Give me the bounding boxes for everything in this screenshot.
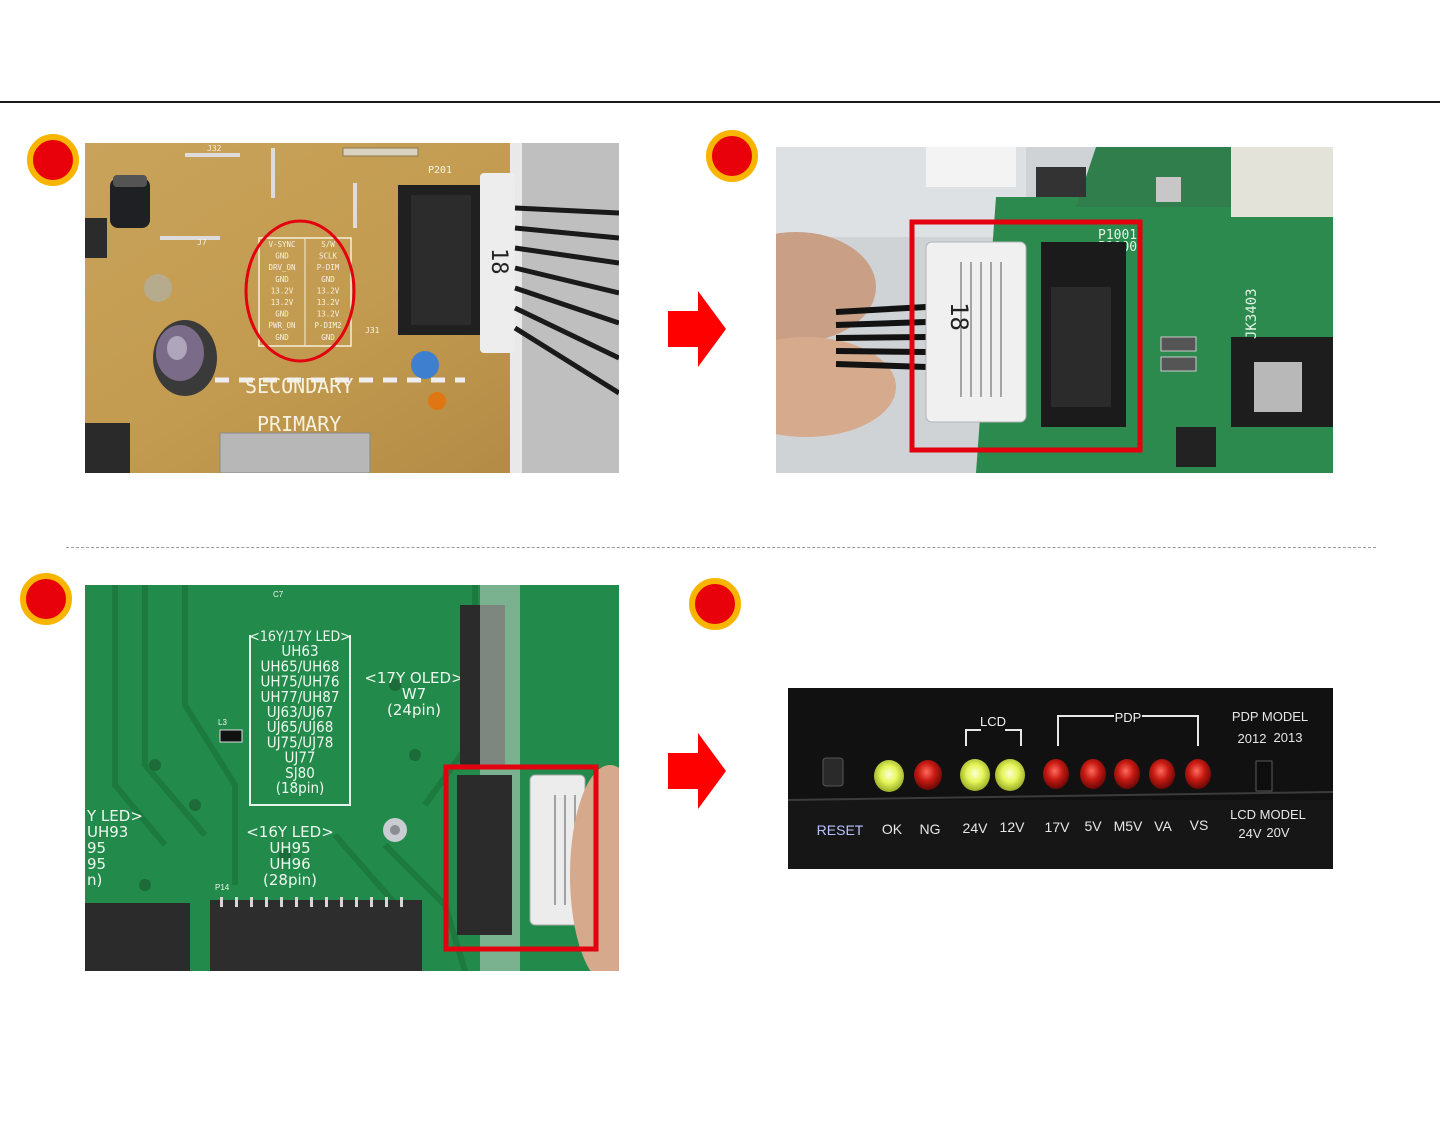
pin-label: GND — [275, 310, 289, 319]
pin-label: V-SYNC — [268, 240, 295, 249]
led-va-label: VA — [1154, 818, 1172, 834]
step-4-jig-photo: LCD PDP RESET OK NG 24V 12V 17V 5V M5V V… — [788, 688, 1333, 869]
pin-label: P-DIM — [317, 263, 340, 272]
connector-highlight — [909, 219, 1143, 453]
board-model-label: UH95 — [269, 839, 310, 857]
ref-l3: L3 — [218, 718, 227, 727]
pin-label: S/W — [321, 240, 335, 249]
board-model-label: UH63 — [281, 642, 318, 660]
led-5v — [1080, 759, 1106, 789]
pin-label: 13.2V — [271, 286, 294, 295]
pin-label: GND — [275, 333, 289, 342]
secondary-label: SECONDARY — [245, 374, 353, 398]
reset-label: RESET — [817, 822, 864, 838]
led-m5v — [1114, 759, 1140, 789]
led-vs — [1185, 759, 1211, 789]
step-2-photo: JK3403 P1001 P1000 18 — [776, 147, 1333, 473]
board-model-label: Y LED> — [86, 807, 143, 825]
pdp-model-label: PDP MODEL — [1232, 709, 1308, 724]
lcd-volt-24v: 24V — [1238, 826, 1261, 841]
right-arrow-icon — [668, 733, 726, 809]
led-12v — [995, 759, 1025, 791]
board-model-label: UJ77 — [284, 749, 315, 767]
pin-label: GND — [275, 252, 289, 261]
board-model-label: UJ63/UJ67 — [267, 703, 334, 721]
cable-mark: 18 — [945, 302, 973, 331]
connector-ref: P201 — [428, 165, 452, 176]
pin-label-table: V-SYNC S/W GND SCLK DRV_ON P-DIM GND GND 13.2V 13… — [258, 237, 352, 347]
section-divider — [66, 547, 1376, 548]
board-model-label: UH93 — [87, 823, 128, 841]
pin-label: GND — [275, 275, 289, 284]
header-rule — [0, 101, 1440, 103]
pin-label: 13.2V — [317, 298, 340, 307]
reset-button-photo — [822, 757, 844, 787]
ref-j7: J7 — [197, 238, 207, 247]
board-model-label: SJ80 — [285, 764, 315, 782]
board-model-label: UJ65/UJ68 — [267, 718, 334, 736]
cable-mark: 18 — [486, 248, 511, 275]
pin-label: 13.2V — [271, 298, 294, 307]
board-model-label: <17Y OLED> — [364, 669, 463, 687]
board-model-label: (28pin) — [263, 871, 317, 889]
board-model-label: (18pin) — [276, 779, 325, 797]
connector-highlight — [443, 764, 599, 952]
led-24v — [960, 759, 990, 791]
led-12v-label: 12V — [1000, 819, 1026, 835]
lcd-volt-20v: 20V — [1266, 825, 1289, 840]
step-3-badge — [20, 573, 72, 625]
board-model-label: n) — [87, 871, 102, 889]
ng-led — [914, 760, 942, 790]
pin-table-highlight — [244, 219, 356, 363]
pin-label: GND — [321, 333, 335, 342]
led-m5v-label: M5V — [1114, 818, 1143, 834]
right-arrow-icon — [668, 291, 726, 367]
primary-label: PRIMARY — [257, 412, 341, 436]
led-24v-label: 24V — [963, 820, 989, 836]
board-model-label: <16Y LED> — [246, 823, 334, 841]
board-model-label: <16Y/17Y LED> — [249, 629, 350, 645]
board-model-label: UH96 — [269, 855, 310, 873]
pdp-year-2013: 2013 — [1274, 730, 1303, 745]
ref-j31: J31 — [365, 326, 380, 335]
step-1-photo: V-SYNC S/W GND SCLK DRV_ON P-DIM GND GND 13.2V 13… — [85, 143, 619, 473]
board-model-label: 95 — [87, 839, 106, 857]
board-model-label: UH77/UH87 — [261, 688, 340, 706]
ref-p14: P14 — [215, 883, 230, 892]
led-5v-label: 5V — [1084, 818, 1102, 834]
led-va — [1149, 759, 1175, 789]
board-model-label: (24pin) — [387, 701, 441, 719]
ok-led — [874, 760, 904, 792]
ok-label: OK — [882, 821, 903, 837]
pin-label: SCLK — [319, 252, 338, 261]
board-model-label: W7 — [402, 685, 426, 703]
ref-p1001: P1001 — [1098, 228, 1137, 243]
ng-label: NG — [920, 821, 941, 837]
lcd-group-label: LCD — [980, 714, 1006, 729]
lcd-model-label: LCD MODEL — [1230, 807, 1306, 822]
led-vs-label: VS — [1190, 817, 1209, 833]
pin-label: 13.2V — [317, 310, 340, 319]
step-2-badge — [706, 130, 758, 182]
board-model-label: 95 — [87, 855, 106, 873]
led-17v — [1043, 759, 1069, 789]
board-model-label: UH65/UH68 — [261, 657, 340, 675]
step-4-badge — [689, 578, 741, 630]
pin-label: DRV_ON — [268, 263, 295, 272]
ref-j32: J32 — [207, 144, 222, 153]
model-switch — [1255, 760, 1273, 792]
ref-jk3403: JK3403 — [1244, 288, 1260, 339]
board-model-label: UH75/UH76 — [261, 673, 340, 691]
ref-c7: C7 — [273, 590, 284, 599]
pin-label: PWR_ON — [268, 321, 295, 330]
board-model-label: UJ75/UJ78 — [267, 733, 334, 751]
pin-label: 13.2V — [317, 286, 340, 295]
step-1-badge — [27, 134, 79, 186]
pin-label: GND — [321, 275, 335, 284]
pdp-year-2012: 2012 — [1238, 731, 1267, 746]
pdp-group-label: PDP — [1115, 710, 1142, 725]
pin-label: P-DIM2 — [314, 321, 341, 330]
led-17v-label: 17V — [1045, 819, 1071, 835]
